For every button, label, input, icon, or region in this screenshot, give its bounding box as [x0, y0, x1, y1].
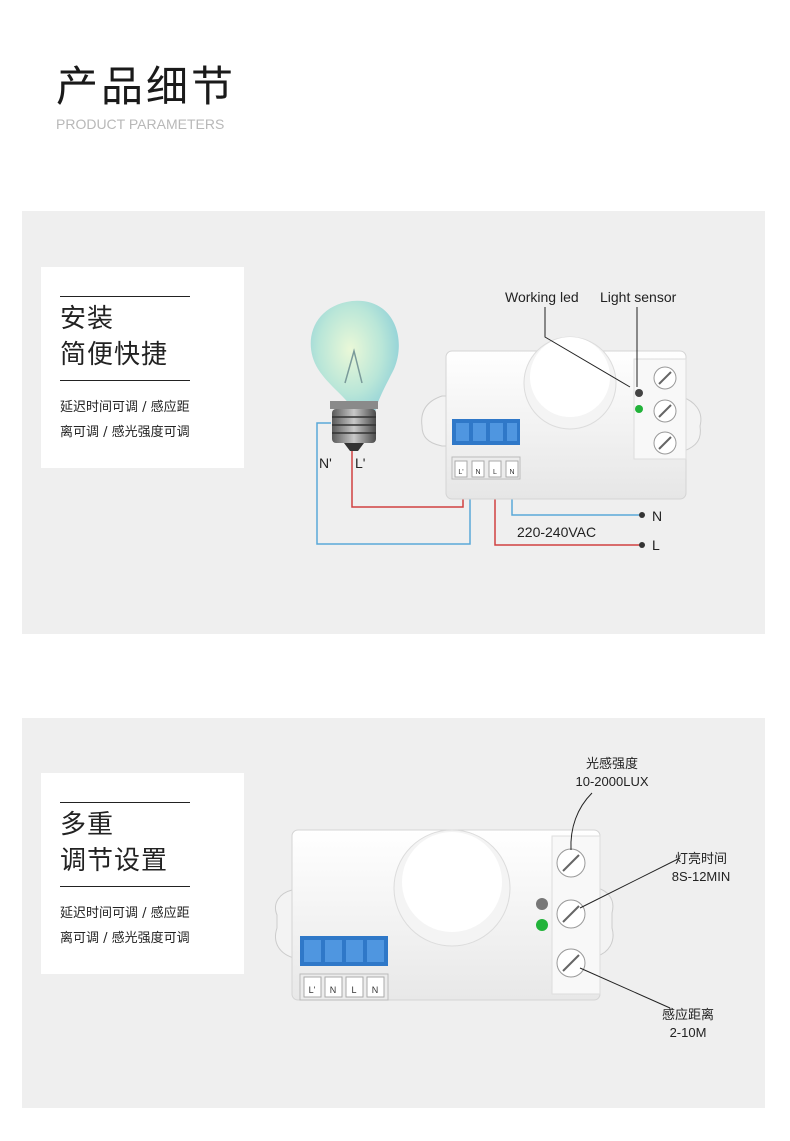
terminal-block: L' N L N [451, 419, 521, 480]
adjustment-desc: 延迟时间可调 / 感应距 离可调 / 感光强度可调 [60, 901, 240, 951]
callout-line [579, 967, 671, 1009]
l-prime-label: L' [355, 455, 365, 471]
light-sensor-icon [635, 389, 643, 397]
terminal-label: N [372, 985, 379, 995]
light-sensor-label: Light sensor [600, 289, 677, 305]
divider-bottom [60, 380, 190, 381]
adjustment-title: 多重 调节设置 [60, 807, 168, 879]
adjust-knob-icon [653, 366, 677, 455]
divider-bottom [60, 886, 190, 887]
light-sensor-icon [536, 898, 548, 910]
title-line-1: 多重 [60, 810, 115, 840]
distance-label: 感应距离 [662, 1007, 714, 1022]
l-label: L [652, 537, 660, 553]
desc-line-1: 延迟时间可调 / 感应距 [60, 906, 190, 921]
title-line-2: 简便快捷 [60, 340, 169, 370]
adjustment-diagram: L' N L N 光感强度 10-2000LUX 灯亮时间 8S-12MIN 感… [275, 756, 731, 1040]
desc-line-1: 延迟时间可调 / 感应距 [60, 400, 190, 415]
terminal-label: L [351, 985, 356, 995]
terminal-label: L [493, 469, 497, 476]
time-label: 灯亮时间 [675, 851, 727, 866]
page-title: 产品细节 [56, 62, 237, 111]
installation-panel: 安装 简便快捷 延迟时间可调 / 感应距 离可调 / 感光强度可调 [22, 211, 765, 634]
callout-line [544, 307, 631, 388]
adjust-knob-icon [556, 848, 586, 978]
working-led-icon [635, 405, 643, 413]
adjustment-card: 多重 调节设置 延迟时间可调 / 感应距 离可调 / 感光强度可调 [41, 773, 244, 974]
terminal-label: L' [458, 469, 463, 476]
voltage-label: 220-240VAC [517, 524, 596, 540]
page-header: 产品细节 PRODUCT PARAMETERS [56, 62, 237, 133]
terminal-label: N [509, 469, 514, 476]
divider-top [60, 802, 190, 803]
title-line-1: 安装 [60, 304, 115, 334]
distance-value: 2-10M [670, 1025, 707, 1040]
installation-title: 安装 简便快捷 [60, 301, 168, 373]
callout-line [579, 857, 681, 909]
installation-card: 安装 简便快捷 延迟时间可调 / 感应距 离可调 / 感光强度可调 [41, 267, 244, 468]
n-prime-label: N' [319, 455, 332, 471]
n-label: N [652, 508, 662, 524]
divider-top [60, 296, 190, 297]
adjustment-panel: 多重 调节设置 延迟时间可调 / 感应距 离可调 / 感光强度可调 [22, 718, 765, 1108]
lux-value: 10-2000LUX [576, 774, 649, 789]
lux-label: 光感强度 [586, 756, 638, 771]
callout-line [570, 792, 593, 851]
wire-n-prime [316, 422, 471, 545]
wiring-diagram: L' N L N Working led Light sensor N' L' … [310, 289, 702, 553]
desc-line-2: 离可调 / 感光强度可调 [60, 931, 190, 946]
working-led-label: Working led [505, 289, 579, 305]
title-line-2: 调节设置 [60, 846, 169, 876]
terminal-block: L' N L N [299, 936, 389, 1001]
light-bulb-icon [310, 300, 399, 451]
terminal-label: N [475, 469, 480, 476]
desc-line-2: 离可调 / 感光强度可调 [60, 425, 190, 440]
installation-desc: 延迟时间可调 / 感应距 离可调 / 感光强度可调 [60, 395, 240, 445]
page-subtitle: PRODUCT PARAMETERS [56, 116, 225, 132]
terminal-label: N [330, 985, 337, 995]
working-led-icon [536, 919, 548, 931]
time-value: 8S-12MIN [672, 869, 731, 884]
terminal-label: L' [309, 985, 316, 995]
